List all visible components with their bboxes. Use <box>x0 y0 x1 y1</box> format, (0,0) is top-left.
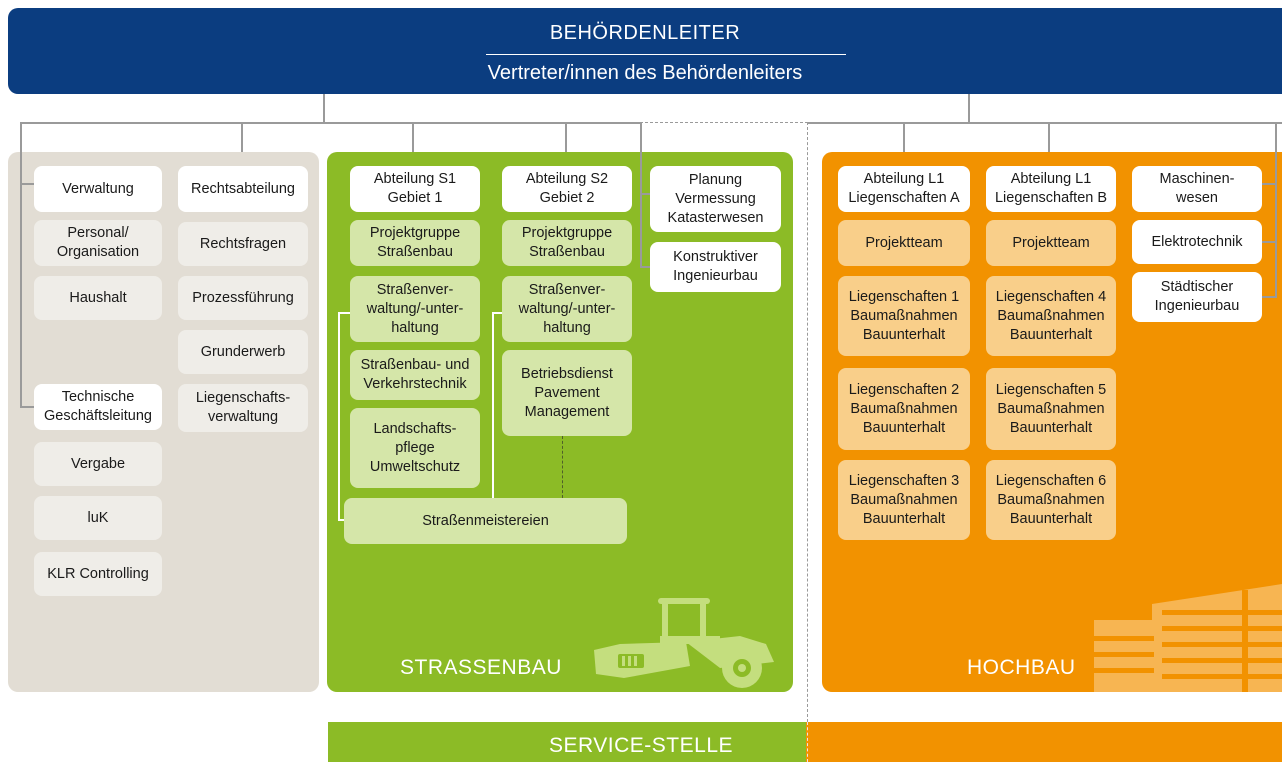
connector-line <box>338 312 350 314</box>
header-banner: BEHÖRDENLEITER Vertreter/innen des Behör… <box>8 8 1282 94</box>
dashed-connector <box>640 122 808 123</box>
verwaltung-box: Verwaltung <box>34 166 162 212</box>
connector-line <box>640 266 650 268</box>
connector-line <box>968 94 970 122</box>
abteilung-s2-box: Abteilung S2 Gebiet 2 <box>502 166 632 212</box>
connector-line <box>492 312 502 314</box>
dashed-connector <box>562 436 563 498</box>
connector-line <box>903 122 905 166</box>
connector-line <box>565 122 567 166</box>
personal-organisation-box: Personal/ Organisation <box>34 220 162 266</box>
haushalt-box: Haushalt <box>34 276 162 320</box>
connector-line <box>1048 122 1050 166</box>
elektrotechnik-box: Elektrotechnik <box>1132 220 1262 264</box>
liegenschaften-3-box: Liegenschaften 3 Baumaßnahmen Bauunterha… <box>838 460 970 540</box>
road-roller-icon <box>594 598 774 688</box>
connector-line <box>241 122 243 166</box>
grunderwerb-box: Grunderwerb <box>178 330 308 374</box>
liegenschaften-5-box: Liegenschaften 5 Baumaßnahmen Bauunterha… <box>986 368 1116 450</box>
connector-line <box>412 122 414 166</box>
dashed-divider <box>807 122 808 722</box>
header-divider <box>486 54 846 55</box>
service-stelle-bar-green <box>328 722 806 762</box>
s2-strassenverwaltung-box: Straßenver- waltung/-unter- haltung <box>502 276 632 342</box>
liegenschaftsverwaltung-box: Liegenschafts- verwaltung <box>178 384 308 432</box>
rechtsfragen-box: Rechtsfragen <box>178 222 308 266</box>
l1b-projektteam-box: Projektteam <box>986 220 1116 266</box>
connector-line <box>1262 183 1276 185</box>
connector-line <box>1262 241 1276 243</box>
connector-line <box>338 519 344 521</box>
staedtischer-ingenieurbau-box: Städtischer Ingenieurbau <box>1132 272 1262 322</box>
hochbau-label: HOCHBAU <box>967 656 1076 679</box>
service-stelle-bar-orange <box>806 722 1282 762</box>
connector-line <box>808 122 1282 124</box>
service-stelle-label: SERVICE-STELLE <box>0 734 1282 758</box>
liegenschaften-1-box: Liegenschaften 1 Baumaßnahmen Bauunterha… <box>838 276 970 356</box>
building-icon <box>1094 584 1282 692</box>
s2-projektgruppe-box: Projektgruppe Straßenbau <box>502 220 632 266</box>
liegenschaften-4-box: Liegenschaften 4 Baumaßnahmen Bauunterha… <box>986 276 1116 356</box>
s1-projektgruppe-box: Projektgruppe Straßenbau <box>350 220 480 266</box>
liegenschaften-6-box: Liegenschaften 6 Baumaßnahmen Bauunterha… <box>986 460 1116 540</box>
header-subtitle: Vertreter/innen des Behördenleiters <box>487 62 803 84</box>
l1a-projektteam-box: Projektteam <box>838 220 970 266</box>
maschinenwesen-box: Maschinen- wesen <box>1132 166 1262 212</box>
s1-landschaftspflege-box: Landschafts- pflege Umweltschutz <box>350 408 480 488</box>
rechtsabteilung-box: Rechtsabteilung <box>178 166 308 212</box>
abteilung-l1b-box: Abteilung L1 Liegenschaften B <box>986 166 1116 212</box>
abteilung-s1-box: Abteilung S1 Gebiet 1 <box>350 166 480 212</box>
connector-line <box>640 193 650 195</box>
connector-line <box>20 406 34 408</box>
technische-geschaeftsleitung-box: Technische Geschäftsleitung <box>34 384 162 430</box>
strassenbau-label: STRASSENBAU <box>400 656 562 679</box>
klr-controlling-box: KLR Controlling <box>34 552 162 596</box>
planung-vermessung-box: Planung Vermessung Katasterwesen <box>650 166 781 232</box>
dashed-divider <box>807 722 808 762</box>
vergabe-box: Vergabe <box>34 442 162 486</box>
strassenmeistereien-box: Straßenmeistereien <box>344 498 627 544</box>
connector-line <box>640 152 642 268</box>
liegenschaften-2-box: Liegenschaften 2 Baumaßnahmen Bauunterha… <box>838 368 970 450</box>
service-stelle-part1: SERVICE- <box>548 734 652 757</box>
s1-verkehrstechnik-box: Straßenbau- und Verkehrstechnik <box>350 350 480 400</box>
abteilung-l1a-box: Abteilung L1 Liegenschaften A <box>838 166 970 212</box>
iuk-box: luK <box>34 496 162 540</box>
connector-line <box>20 152 22 408</box>
connector-line <box>1262 296 1276 298</box>
connector-line <box>20 183 34 185</box>
header-title: BEHÖRDENLEITER <box>549 22 741 44</box>
connector-line <box>323 94 325 122</box>
connector-line <box>1275 152 1277 298</box>
s1-strassenverwaltung-box: Straßenver- waltung/-unter- haltung <box>350 276 480 342</box>
prozessfuehrung-box: Prozessführung <box>178 276 308 320</box>
connector-line <box>20 122 640 124</box>
service-stelle-part2: STELLE <box>651 734 734 757</box>
s2-betriebsdienst-box: Betriebsdienst Pavement Management <box>502 350 632 436</box>
konstruktiver-ingenieurbau-box: Konstruktiver Ingenieurbau <box>650 242 781 292</box>
connector-line <box>338 312 340 520</box>
connector-line <box>492 312 494 498</box>
